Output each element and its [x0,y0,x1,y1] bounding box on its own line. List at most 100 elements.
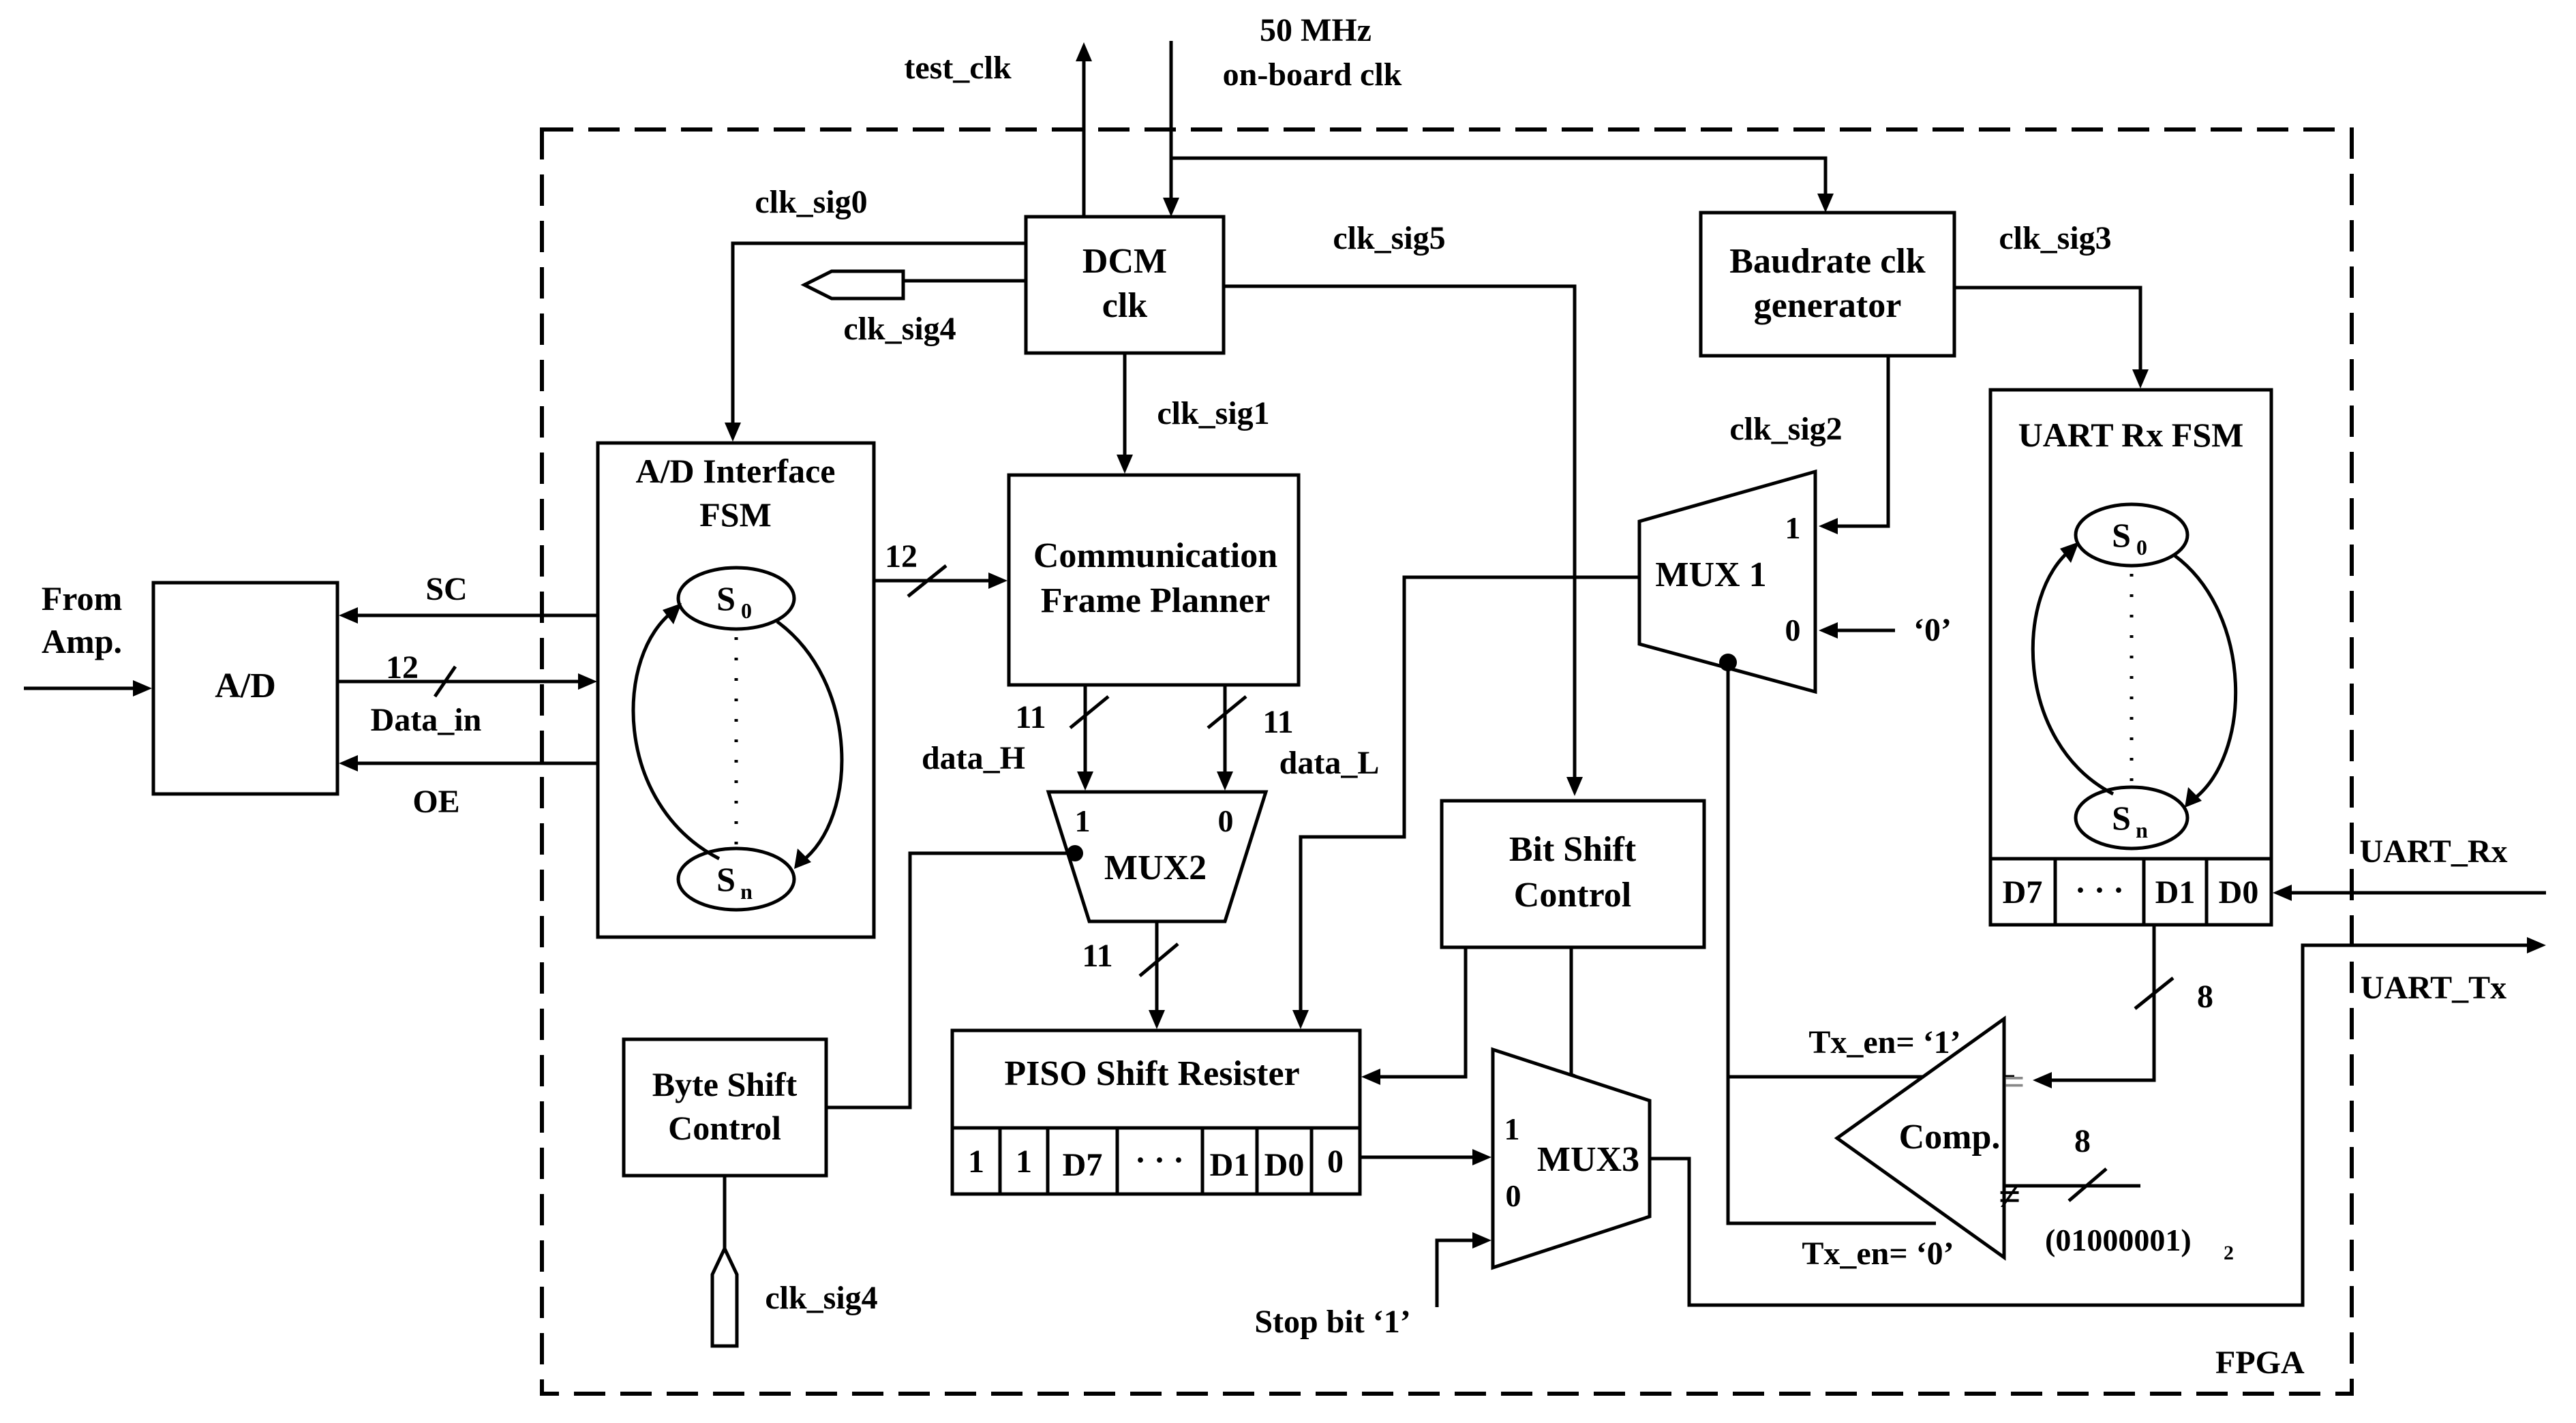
data-in-width: 12 [386,649,419,686]
clk-sig2-label: clk_sig2 [1729,411,1842,447]
arrowhead [578,673,597,690]
data-l-label: data_L [1279,745,1380,781]
data-h-width: 11 [1015,699,1046,735]
ad-fsm-loop-left [631,608,721,861]
arrowhead [794,848,811,869]
ad-fsm-title-1: A/D Interface [636,452,836,490]
clk-sig0-label: clk_sig0 [755,184,867,220]
piso-cell [1309,1126,1362,1196]
onboard-clk-label-1: 50 MHz [1260,12,1372,48]
test-clk-label: test_clk [904,50,1012,86]
arrowhead [1566,777,1583,796]
arrowhead [1361,1069,1380,1085]
arrowhead [2527,937,2546,953]
baudrate-clk-generator [1699,211,1956,358]
piso-cell-d0: D0 [1264,1147,1305,1183]
clk-sig3-wire [1954,286,2142,373]
arrowhead [725,423,741,442]
uart-fsm-s0-label: S [2112,516,2131,554]
dcm-clk [1024,215,1226,355]
clk-sig0-wire [731,241,1026,426]
clk-sig5-wire [1224,284,1577,780]
mux1 [1637,469,1817,694]
mux1-out-wire [1299,575,1639,1013]
mux2-in0: 0 [1218,804,1234,838]
comm-label-2: Frame Planner [1041,581,1270,620]
data-l-width: 11 [1262,704,1293,740]
const-value: (01000001) [2045,1223,2192,1257]
arrowhead [1292,1010,1309,1029]
uart-cell-d7: D7 [2003,874,2043,911]
fsm-to-comm-width: 12 [885,538,918,575]
piso-cell-d7: D7 [1063,1147,1103,1183]
comp-eq: = [2004,1061,2025,1102]
arrowhead [1149,1010,1165,1029]
mux3-in0: 0 [1506,1178,1521,1213]
piso-cell [1046,1126,1119,1196]
onboard-clk-to-baud-wire [1171,156,1828,198]
uart-cell [1988,857,2057,927]
uart-fsm-state-sn [2074,785,2189,851]
arrowhead [1077,771,1093,791]
const-bus-slash [2067,1167,2108,1202]
data-h-label: data_H [922,740,1025,776]
byte-shift-label-1: Byte Shift [652,1065,798,1103]
comp-label: Comp. [1899,1118,2001,1157]
uart-fsm-sn-label: S [2112,799,2131,837]
mux3 [1491,1047,1652,1270]
junction [1719,654,1737,671]
piso-cell-dots: · · · [1135,1142,1184,1178]
oe-label: OE [412,784,459,820]
piso-cell-d1: D1 [1210,1147,1250,1183]
arrowhead [988,572,1007,589]
stop-bit-label: Stop bit ‘1’ [1254,1304,1410,1340]
arrowhead [1117,455,1133,474]
uart-rx-label: UART_Rx [2360,833,2508,870]
piso-cell-1a: 1 [968,1144,984,1180]
arrowhead [2132,369,2149,388]
ad-fsm-state-sn [676,846,796,912]
comm-label-1: Communication [1033,536,1277,575]
uart-fsm-loop-left [2031,547,2115,796]
tx-en0-label: Tx_en= ‘0’ [1802,1236,1954,1272]
arrowhead [339,755,358,771]
uart-tx-wire [1650,943,2529,1307]
mux1-in0: 0 [1785,613,1801,647]
piso-cell [998,1126,1050,1196]
tx-en1-label: Tx_en= ‘1’ [1808,1024,1960,1060]
ad-label: A/D [215,667,276,705]
uart-cell [2053,857,2146,927]
arrowhead [663,603,682,624]
ad-fsm-sn-label: S [716,860,736,898]
const-width: 8 [2074,1123,2091,1159]
bit-shift-label-2: Control [1514,876,1631,915]
uart-data-wire [2048,925,2156,1082]
mux1-in1: 1 [1785,510,1801,545]
mux3-in1: 1 [1504,1112,1520,1146]
uart-fsm-title: UART Rx FSM [2018,416,2244,454]
mux2-out-width: 11 [1082,938,1112,974]
mux2-out-bus-slash [1138,943,1179,977]
mux2-in1: 1 [1075,804,1091,838]
uart-cell [2204,857,2273,927]
junction [1067,845,1083,861]
uart-fsm-s0-sub: 0 [2136,535,2147,560]
baud-label-1: Baudrate clk [1729,242,1926,281]
piso-cell [950,1126,1002,1196]
arrowhead [1076,42,1092,61]
arrowhead [1163,198,1179,217]
arrowhead [2273,885,2292,901]
clk-sig1-label: clk_sig1 [1157,395,1269,431]
sc-label: SC [425,571,467,607]
comp-neq: ≠ [1999,1174,2020,1219]
mux2-label: MUX2 [1104,848,1207,887]
ad-fsm-state-s0 [676,566,796,631]
bit-shift-label-1: Bit Shift [1509,830,1637,869]
ad-fsm-s0-sub: 0 [741,598,752,623]
clk-sig3-label: clk_sig3 [1999,220,2111,256]
uart-cell [2142,857,2209,927]
bit-shift-to-piso-wire [1377,947,1468,1079]
clk-sig5-label: clk_sig5 [1333,220,1445,256]
ad-converter [151,581,339,796]
arrowhead [1472,1232,1491,1249]
